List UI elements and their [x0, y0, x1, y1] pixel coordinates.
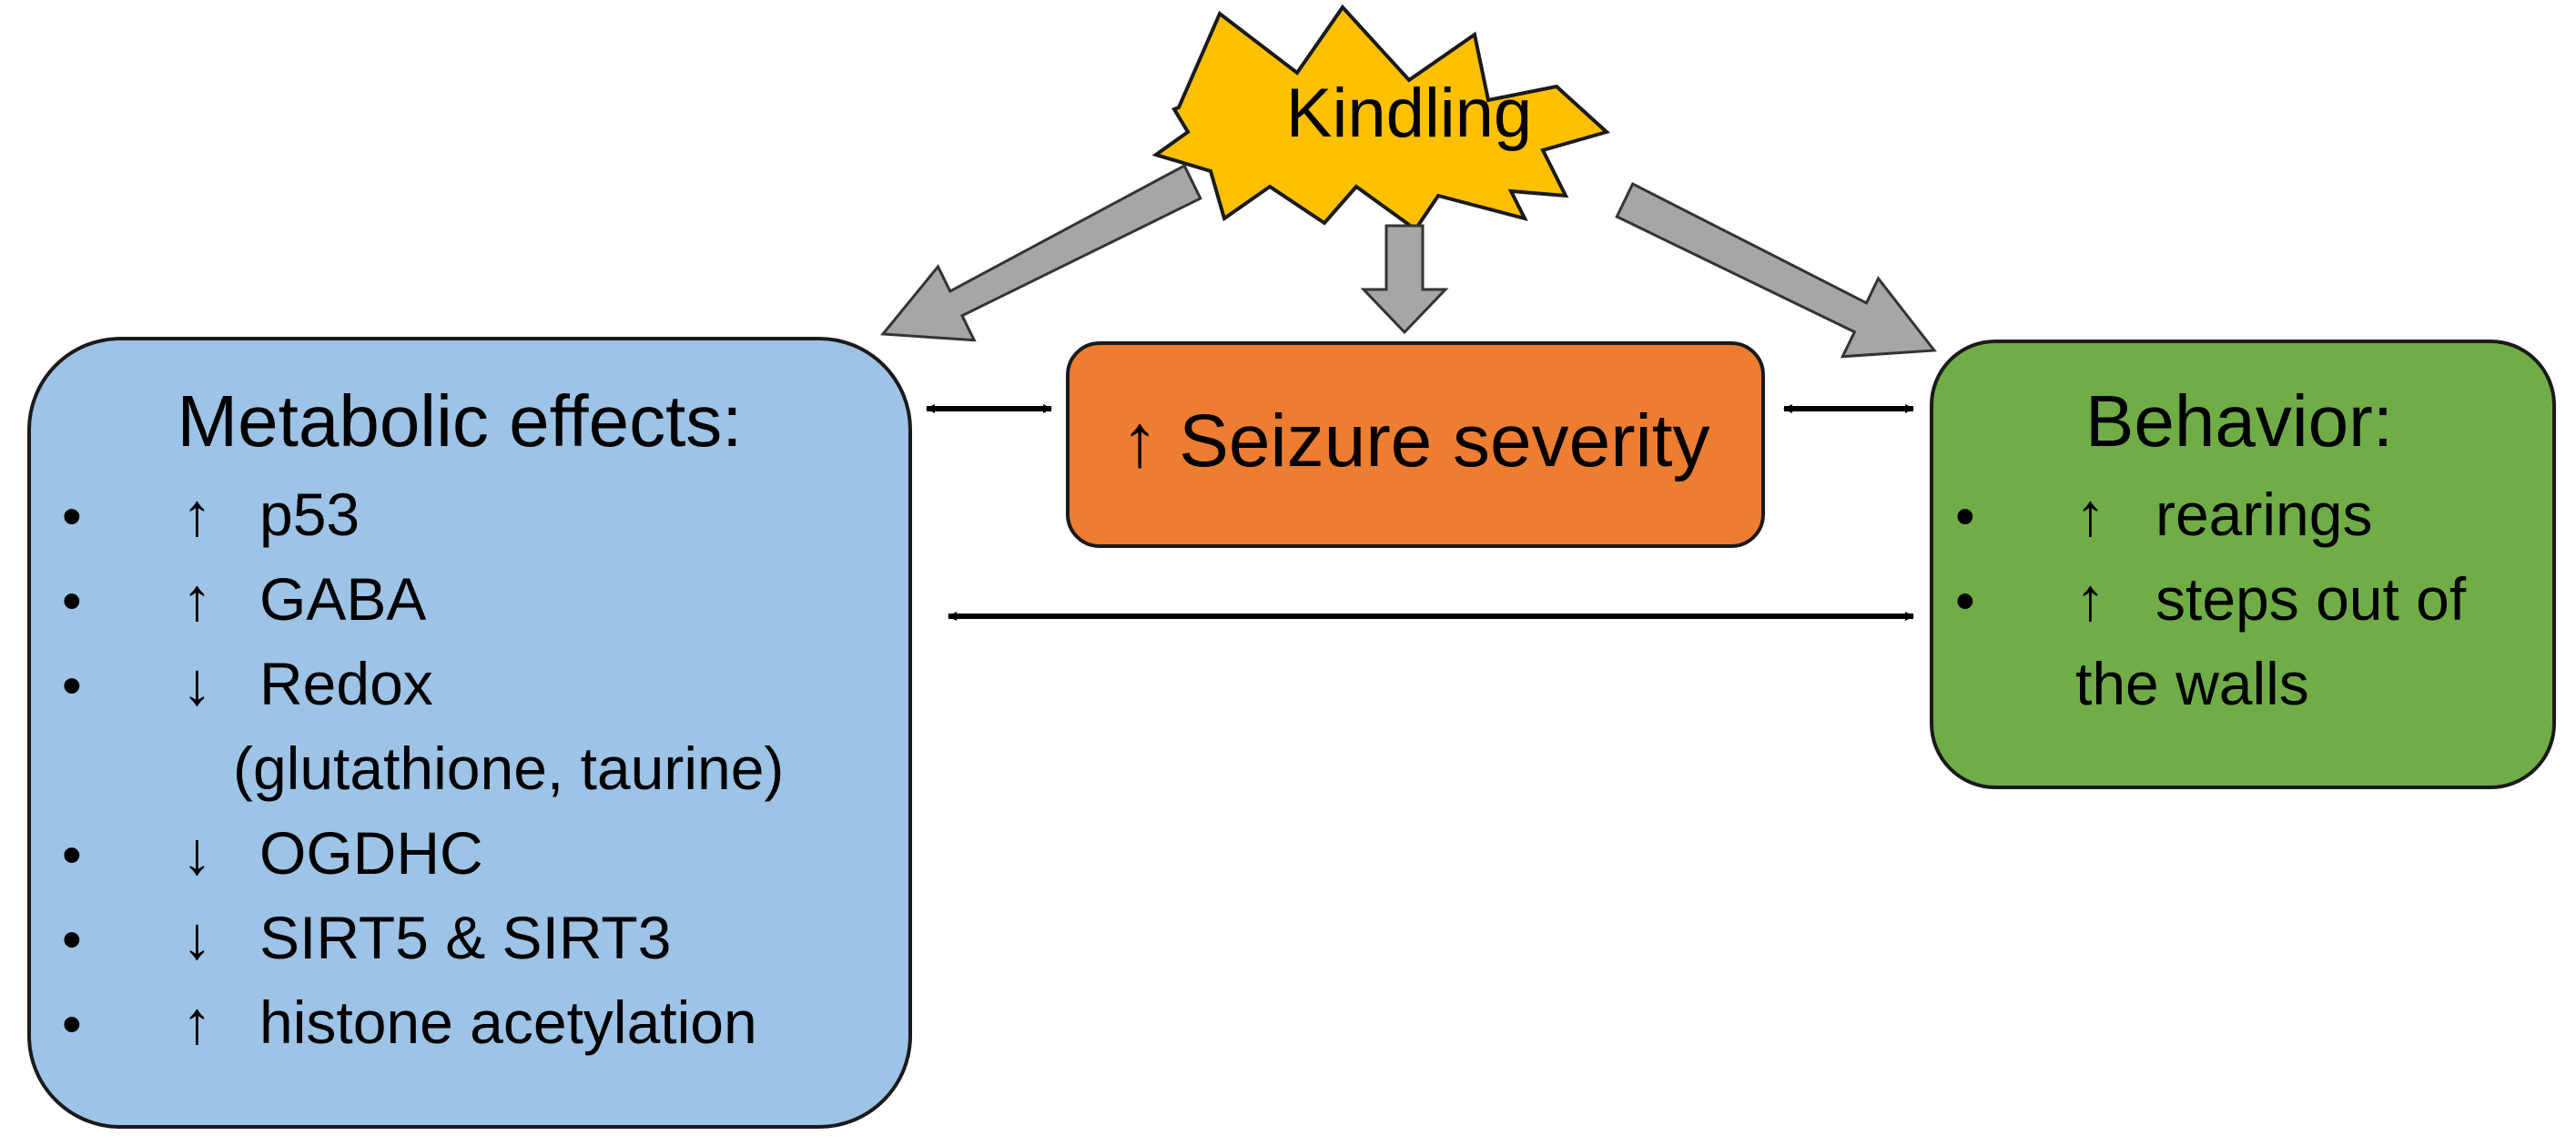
kindling-label: Kindling — [1286, 75, 1532, 152]
down-arrow-icon: ↓ — [182, 904, 212, 971]
up-arrow-icon: ↑ — [2075, 565, 2105, 633]
bullet: • — [62, 570, 82, 633]
bullet: • — [1955, 485, 1975, 548]
metabolic-item: • ↓ Redox — [62, 650, 433, 717]
gray-arrow-to-seizure — [1360, 224, 1449, 335]
metabolic-item: • ↓ OGDHC — [62, 819, 483, 887]
metabolic-title: Metabolic effects: — [177, 380, 742, 461]
behavior-item: • ↑ rearings — [1955, 481, 2372, 548]
metabolic-item-label: (glutathione, taurine) — [233, 735, 784, 802]
seizure-box-background — [1066, 341, 1765, 548]
metabolic-box-background — [27, 337, 912, 1129]
metabolic-item: • ↑ histone acetylation — [62, 989, 757, 1056]
metabolic-item-continuation: (glutathione, taurine) — [233, 735, 784, 802]
up-arrow-icon: ↑ — [182, 989, 212, 1056]
bullet: • — [62, 993, 82, 1056]
kindling-node: Kindling — [1151, 4, 1611, 232]
up-arrow-icon: ↑ — [182, 481, 212, 548]
interaction-arrows — [926, 404, 1914, 621]
metabolic-item: • ↓ SIRT5 & SIRT3 — [62, 904, 671, 971]
metabolic-item: • ↑ p53 — [62, 481, 360, 548]
metabolic-item: • ↑ GABA — [62, 565, 426, 633]
metabolic-box: Metabolic effects: • ↑ p53 • ↑ GABA • ↓ … — [27, 337, 912, 1129]
down-arrow-icon: ↓ — [182, 819, 212, 887]
behavior-item-label: rearings — [2155, 481, 2372, 548]
bullet: • — [62, 908, 82, 971]
seizure-label: ↑ Seizure severity — [1121, 400, 1709, 482]
behavior-item-label: the walls — [2075, 650, 2309, 717]
bullet: • — [1955, 570, 1975, 633]
behavior-box-background — [1930, 340, 2556, 789]
metabolic-item-label: p53 — [259, 481, 360, 548]
kindling-starburst-shape — [1151, 4, 1611, 232]
gray-arrow-to-metabolic — [879, 163, 1202, 342]
metabolic-item-label: OGDHC — [259, 819, 483, 887]
metabolic-item-label: GABA — [259, 565, 426, 633]
up-arrow-icon: ↑ — [2075, 481, 2105, 548]
kindling-arrows — [879, 163, 1937, 359]
metabolic-item-label: SIRT5 & SIRT3 — [259, 904, 671, 971]
behavior-title: Behavior: — [2085, 380, 2393, 461]
up-arrow-icon: ↑ — [182, 565, 212, 633]
gray-arrow-to-behavior — [1615, 181, 1937, 359]
down-arrow-icon: ↓ — [182, 650, 212, 717]
behavior-item: • ↑ steps out of — [1955, 565, 2467, 633]
behavior-item-continuation: the walls — [2075, 650, 2309, 717]
behavior-item-label: steps out of — [2155, 565, 2467, 633]
bullet: • — [62, 824, 82, 887]
bullet: • — [62, 654, 82, 717]
seizure-box: ↑ Seizure severity — [1066, 341, 1765, 548]
metabolic-item-label: Redox — [259, 650, 433, 717]
bullet: • — [62, 485, 82, 548]
behavior-box: Behavior: • ↑ rearings • ↑ steps out of … — [1930, 340, 2556, 789]
metabolic-item-label: histone acetylation — [259, 989, 757, 1056]
